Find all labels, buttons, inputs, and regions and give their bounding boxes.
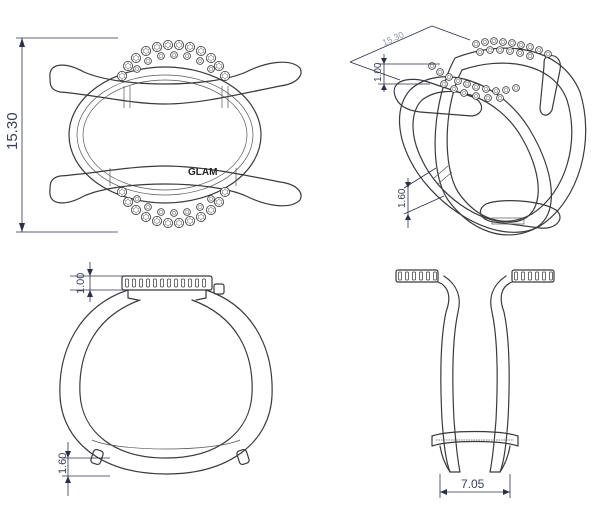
top-upper-gem-arc [117,40,231,81]
side-left-arm [437,275,461,473]
front-view: 1.00 1.60 [57,262,273,496]
iso-dimension-band: 1.60 [397,167,445,228]
front-right-bar [236,448,250,466]
front-dimension-band-label: 1.60 [57,453,69,474]
front-setting-prongs [125,278,206,288]
front-setting [121,275,213,291]
side-dimension-width: 7.05 [439,474,511,498]
top-lower-gem-arc [117,186,231,229]
iso-dimension-top-label: 15.30 [381,30,406,48]
top-view-ring-inner [76,74,254,196]
iso-left-bar [393,78,483,117]
iso-back-band-inner [446,62,573,222]
front-dimension-band: 1.60 [57,442,110,496]
iso-right-post [539,55,561,116]
iso-upper-gem-row [472,37,552,60]
iso-bottom-bar [479,200,561,229]
iso-back-band [434,47,587,236]
side-right-head [511,269,555,283]
front-ring-outer [59,289,273,475]
iso-view: 15.30 1.00 1.60 [349,25,587,236]
side-view: 7.05 [395,269,555,498]
iso-front-band-inner [412,90,539,223]
iso-dimension-top: 15.30 [349,25,471,81]
iso-dimension-band-label: 1.60 [397,188,408,208]
front-dimension-gap-label: 1.00 [75,273,87,294]
front-dimension-gap: 1.00 [70,262,124,302]
side-head-prongs [398,271,553,281]
side-cross-band [431,430,519,447]
side-left-head [395,269,439,283]
top-lower-bar [49,165,302,207]
side-dimension-width-label: 7.05 [461,477,485,491]
top-upper-bar [49,61,302,105]
dimension-overall-height: 15.30 [4,37,118,233]
top-view: GLAM [4,37,302,233]
dimension-overall-height-label: 15.30 [4,112,21,150]
top-view-ring-outer [68,66,262,204]
side-right-arm [489,275,513,473]
brand-mark: GLAM [188,167,217,178]
iso-dimension-gap: 1.00 [373,54,440,92]
front-ring-inner [79,299,253,459]
iso-dimension-gap-label: 1.00 [373,62,384,82]
front-left-bar [90,448,104,466]
